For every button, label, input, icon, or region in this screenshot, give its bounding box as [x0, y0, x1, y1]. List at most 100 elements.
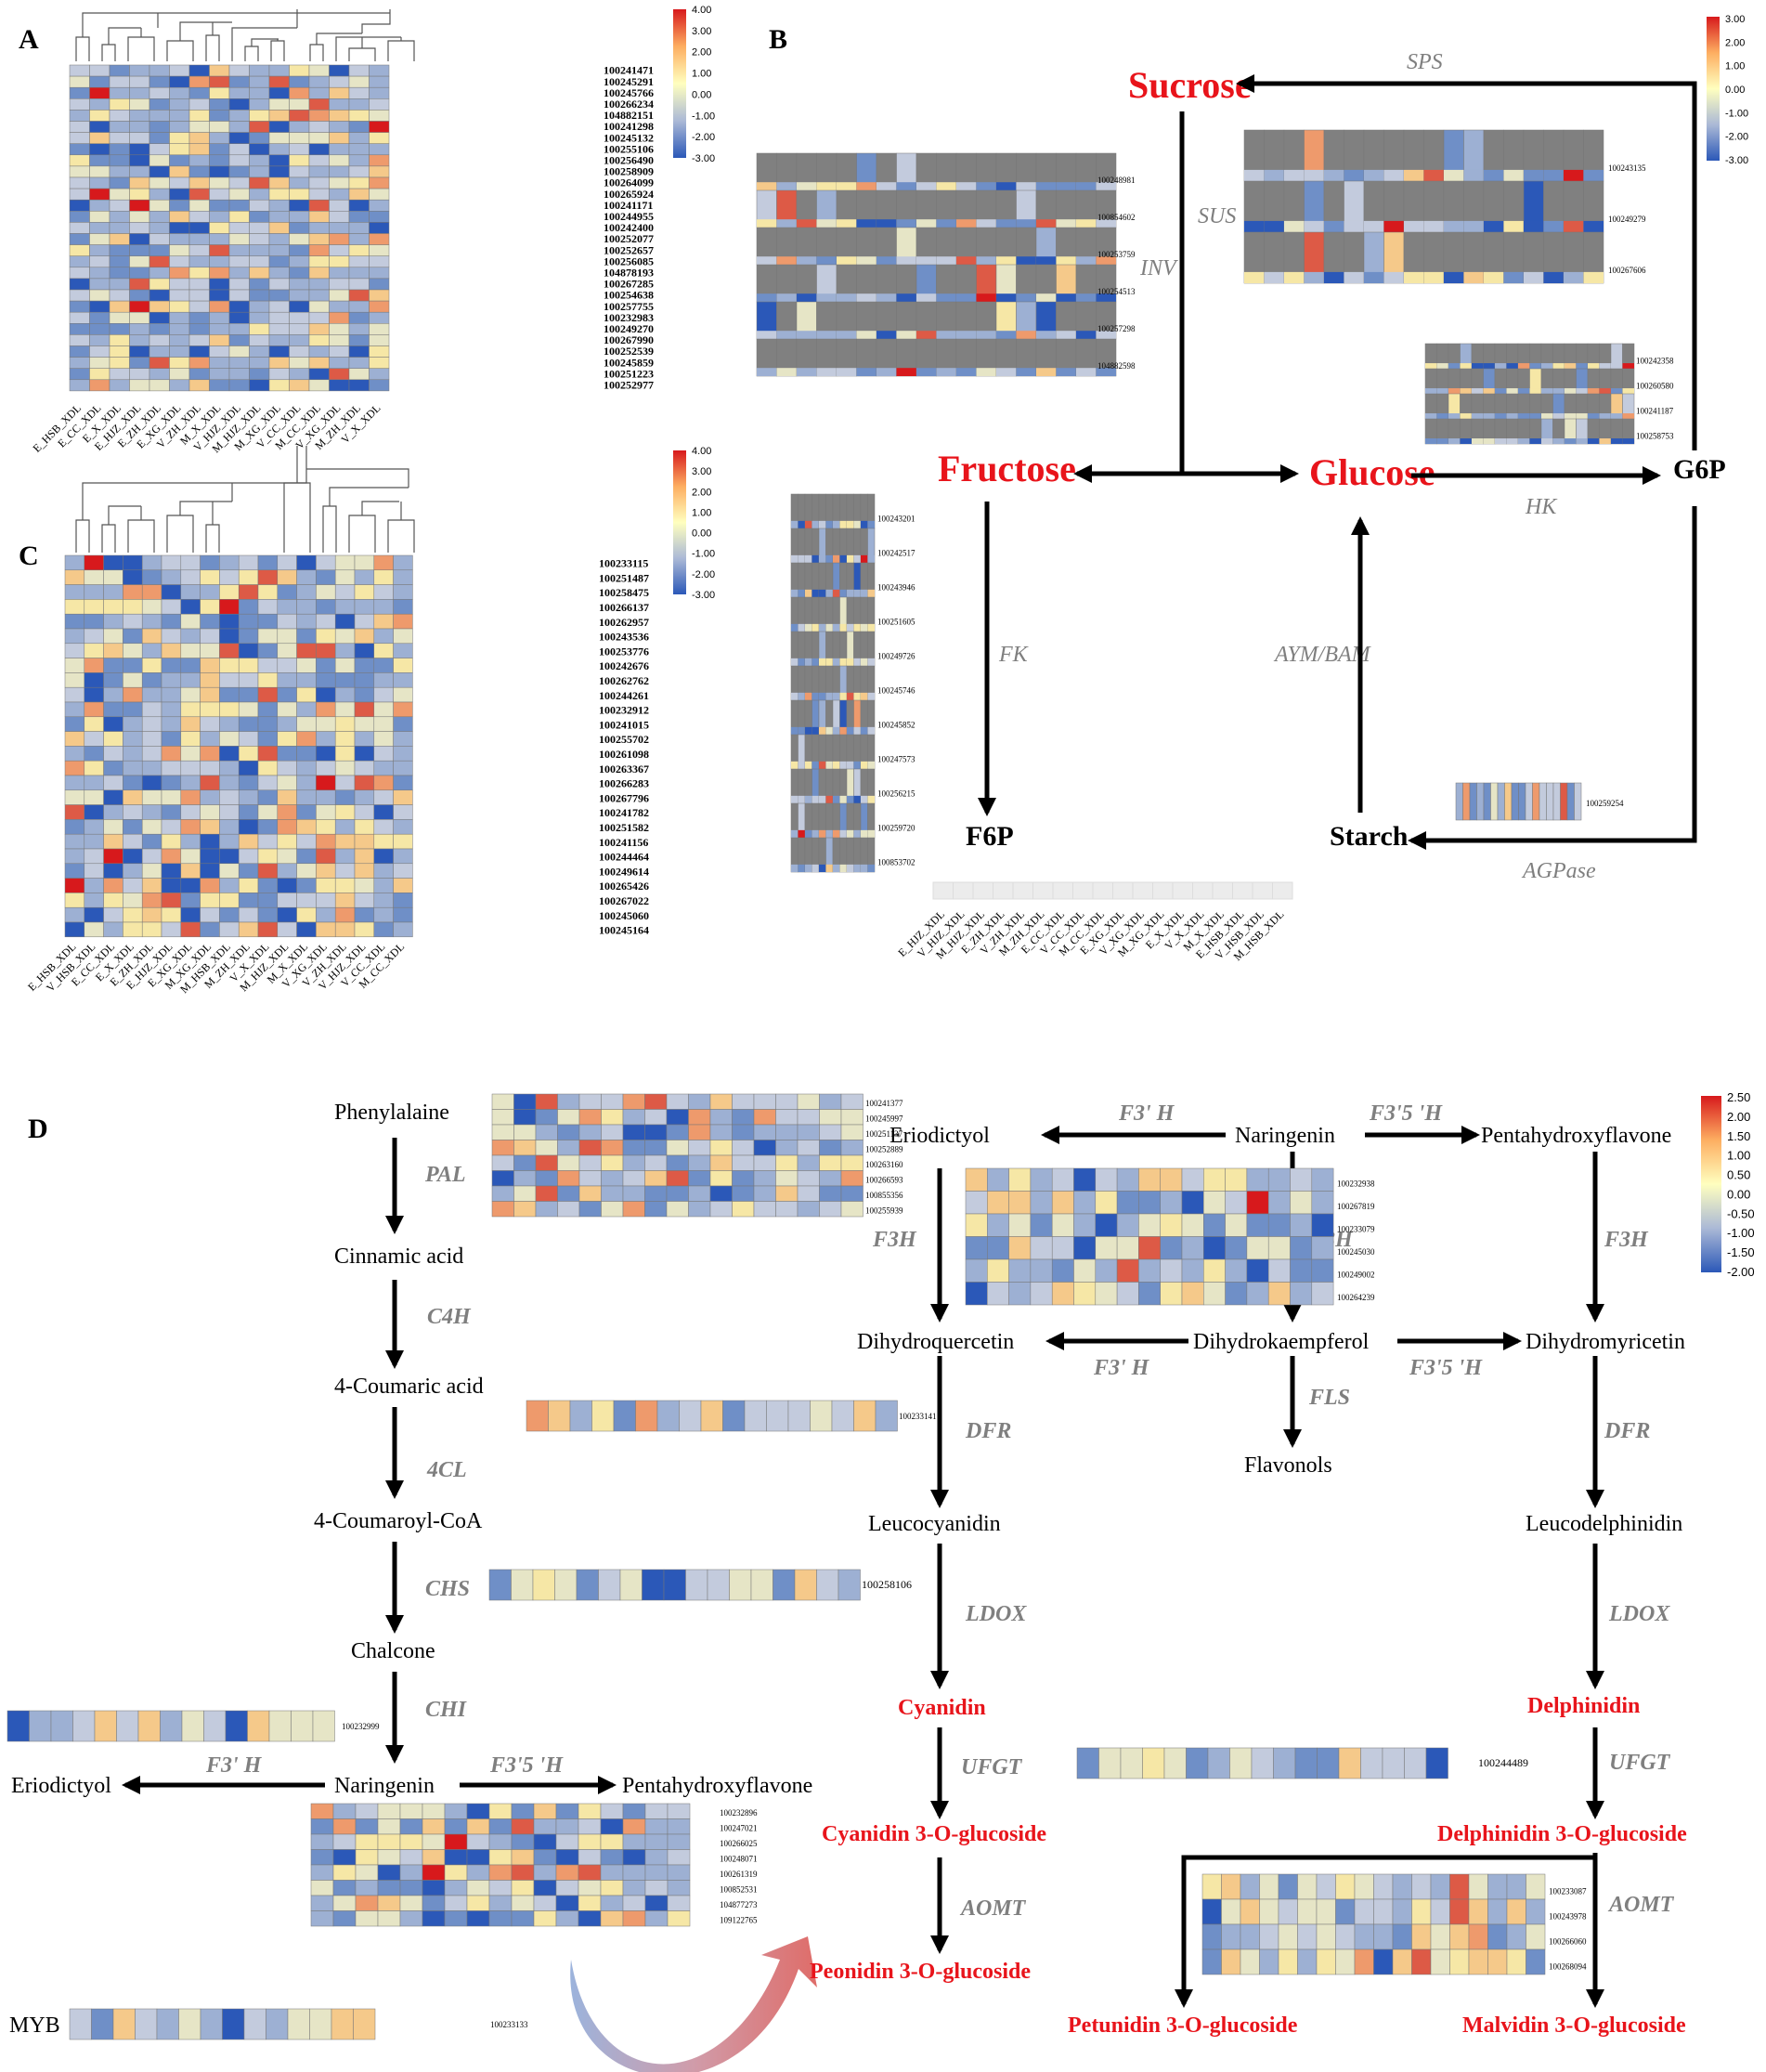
heatmap-cell	[1506, 1923, 1526, 1950]
heatmap-cell	[797, 1124, 820, 1140]
heatmap-cell	[180, 775, 201, 791]
heatmap-cell	[393, 613, 413, 630]
heatmap-cell	[257, 775, 279, 791]
gene-id-label: 104877273	[720, 1900, 758, 1909]
heatmap-cell	[219, 731, 240, 747]
heatmap-cell	[1095, 1282, 1118, 1306]
panel-b-colorbar	[1707, 17, 1720, 161]
heatmap-cell	[228, 211, 250, 223]
heatmap-cell-sub	[867, 726, 875, 735]
heatmap-cell-sub	[856, 256, 877, 265]
legend-tick-label: 1.50	[1727, 1129, 1750, 1143]
heatmap-cell	[268, 289, 290, 302]
starch-label: Starch	[1330, 821, 1409, 852]
heatmap-cell-sub	[856, 182, 877, 190]
gene-id-label: 100241187	[1636, 407, 1674, 416]
heatmap-cell-sub	[1611, 438, 1623, 444]
heatmap-cell	[1290, 1213, 1313, 1237]
heatmap-cell	[644, 1201, 668, 1218]
heatmap-cell	[188, 211, 210, 223]
sample-strip-cell	[972, 881, 993, 900]
heatmap-cell	[109, 98, 130, 111]
heatmap-cell	[1201, 1898, 1222, 1925]
heatmap-cell	[109, 154, 130, 167]
ufgt-heatmap: 100244489	[1076, 1747, 1528, 1779]
heatmap-cell	[1487, 1923, 1508, 1950]
gene-id-label: 100241015	[599, 718, 649, 731]
heatmap-cell	[277, 893, 297, 908]
heatmap-cell	[377, 1880, 401, 1896]
heatmap-cell	[289, 154, 310, 167]
heatmap-cell	[308, 345, 330, 358]
panel-a-heatmap	[69, 64, 390, 392]
pentahydroxyflavone-right-label: Pentahydroxyflavone	[1481, 1124, 1671, 1148]
heatmap-cell-sub	[1552, 388, 1565, 394]
heatmap-cell	[348, 233, 370, 245]
heatmap-cell-sub	[1611, 388, 1623, 394]
gene-id-label: 100247021	[720, 1824, 758, 1833]
panel-d-right-arrows	[930, 1126, 1604, 2008]
heatmap-cell	[557, 1170, 580, 1187]
heatmap-cell	[149, 289, 170, 302]
heatmap-cell	[656, 1400, 680, 1432]
heatmap-cell	[84, 760, 104, 776]
gene-id-label: 100263367	[599, 762, 649, 775]
heatmap-cell-sub	[1096, 331, 1116, 339]
heatmap-cell	[316, 878, 336, 893]
heatmap-cell	[1030, 1167, 1053, 1192]
heatmap-cell	[268, 255, 290, 268]
heatmap-cell	[491, 1201, 514, 1218]
heatmap-cell	[819, 1109, 842, 1126]
heatmap-cell	[277, 643, 297, 658]
heatmap-cell	[89, 255, 110, 268]
heatmap-cell	[69, 143, 90, 156]
panel-c-gene-labels: 1002331151002514871002584751002661371002…	[599, 557, 649, 937]
heatmap-cell	[219, 878, 240, 893]
heatmap-cell	[1354, 1923, 1374, 1950]
ufgt-left-label: UFGT	[961, 1755, 1023, 1779]
heatmap-cell-sub	[1543, 169, 1564, 181]
heatmap-cell	[277, 672, 297, 688]
heatmap-cell-sub	[976, 293, 996, 302]
myb-heatmap: 100233133	[69, 2008, 528, 2040]
heatmap-cell-sub	[825, 589, 833, 597]
heatmap-cell	[266, 2008, 289, 2040]
heatmap-cell	[1181, 1191, 1204, 1215]
heatmap-cell	[819, 1124, 842, 1140]
heatmap-cell	[161, 554, 182, 571]
heatmap-cell-sub	[1622, 388, 1634, 394]
heatmap-cell	[238, 906, 259, 923]
heatmap-cell	[308, 300, 330, 313]
panel-d-colorbar	[1701, 1096, 1721, 1272]
heatmap-cell	[422, 1833, 446, 1850]
heatmap-cell	[511, 1569, 534, 1601]
heatmap-cell	[316, 863, 336, 879]
heatmap-cell	[1546, 782, 1554, 821]
heatmap-cell	[129, 132, 150, 144]
heatmap-cell	[129, 357, 150, 369]
f3ph-left-label: F3' H	[205, 1753, 263, 1778]
heatmap-cell-sub	[839, 726, 847, 735]
heatmap-cell	[753, 1093, 776, 1110]
heatmap-cell	[511, 1880, 535, 1896]
heatmap-cell	[180, 893, 201, 908]
heatmap-cell	[557, 1185, 580, 1202]
heatmap-cell	[1468, 1948, 1488, 1975]
heatmap-cell	[332, 1803, 357, 1819]
heatmap-cell-sub	[805, 692, 812, 700]
heatmap-cell	[753, 1109, 776, 1126]
heatmap-cell	[64, 878, 85, 893]
heatmap-cell	[219, 569, 240, 585]
heatmap-cell	[533, 1849, 557, 1866]
heatmap-cell	[289, 244, 310, 256]
heatmap-cell	[329, 143, 350, 156]
heatmap-cell	[84, 672, 104, 688]
cinnamic-acid-label: Cinnamic acid	[334, 1245, 463, 1269]
heatmap-cell	[123, 643, 143, 658]
heatmap-cell-sub	[1472, 438, 1484, 444]
heatmap-cell	[289, 345, 310, 358]
heatmap-cell	[200, 893, 220, 908]
heatmap-cell	[228, 154, 250, 167]
heatmap-cell-sub	[839, 623, 847, 632]
heatmap-cell	[334, 819, 356, 835]
